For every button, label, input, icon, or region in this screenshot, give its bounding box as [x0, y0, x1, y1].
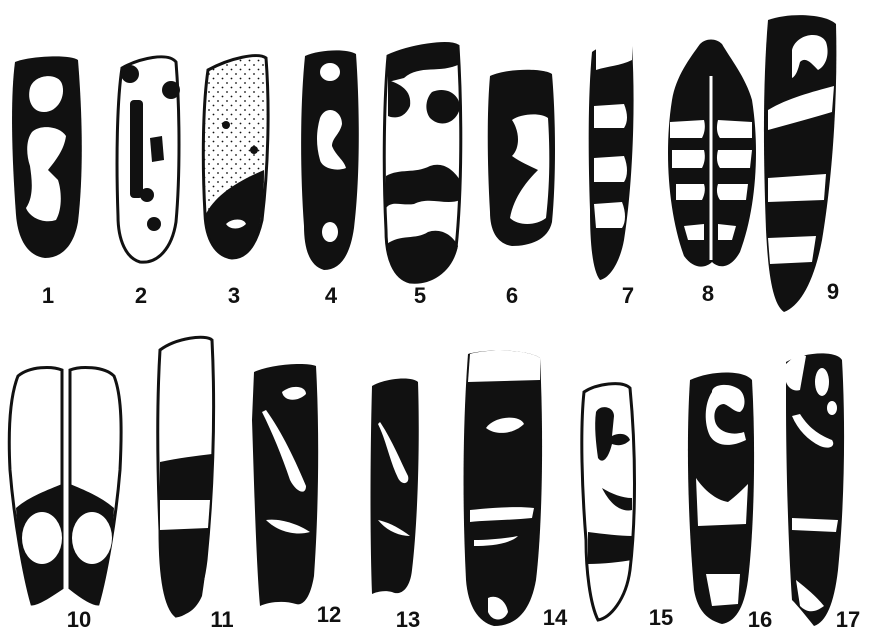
label-11: 11: [210, 607, 233, 632]
elytron-17: [786, 353, 844, 626]
elytron-1: [12, 56, 82, 258]
elytron-16: [688, 373, 754, 625]
elytron-11: [158, 337, 214, 616]
label-17: 17: [836, 607, 860, 632]
elytron-9: [764, 15, 836, 312]
elytron-15: [582, 384, 635, 620]
label-7: 7: [622, 283, 634, 308]
label-15: 15: [649, 605, 673, 630]
label-6: 6: [506, 283, 518, 308]
label-16: 16: [748, 607, 772, 632]
elytron-2: [117, 57, 180, 262]
label-4: 4: [325, 283, 338, 308]
elytron-14: [464, 351, 543, 626]
label-10: 10: [67, 607, 91, 632]
elytron-8: [668, 40, 756, 267]
elytron-7: [589, 31, 634, 280]
elytron-5: [384, 44, 461, 283]
elytron-6: [488, 70, 555, 246]
label-3: 3: [228, 283, 240, 308]
label-8: 8: [702, 281, 714, 306]
label-12: 12: [317, 602, 341, 627]
label-1: 1: [42, 283, 54, 308]
label-13: 13: [396, 607, 420, 632]
label-14: 14: [543, 605, 568, 630]
elytron-4: [301, 50, 359, 270]
elytron-12: [252, 364, 318, 606]
elytron-13: [371, 379, 419, 594]
label-9: 9: [827, 279, 839, 304]
elytron-3: [203, 56, 268, 258]
label-2: 2: [135, 283, 147, 308]
elytron-pair-10: [9, 368, 121, 604]
label-5: 5: [414, 283, 426, 308]
